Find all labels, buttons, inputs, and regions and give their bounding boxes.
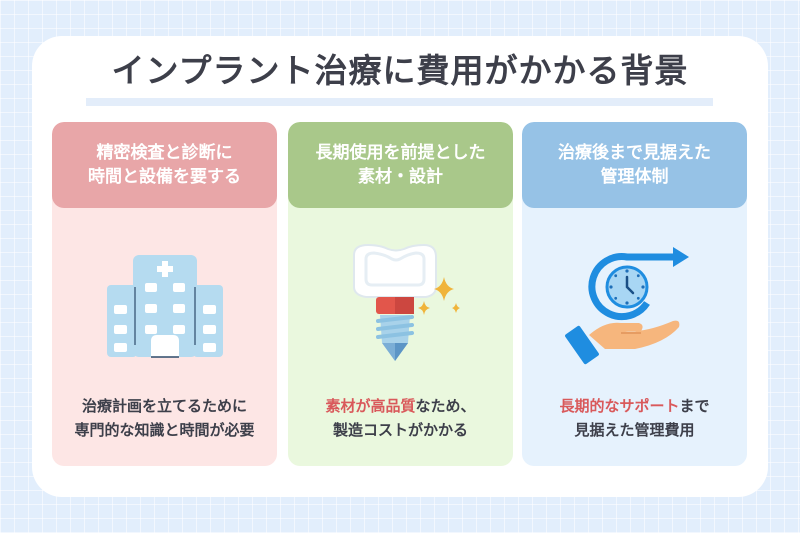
description-text: 治療計画を立てるために	[81, 397, 247, 415]
card-header-line: 管理体制	[600, 167, 669, 187]
card-header-line: 素材・設計	[358, 167, 443, 187]
page-title: インプラント治療に費用がかかる背景	[111, 51, 689, 90]
card-header-line: 精密検査と診断に	[96, 143, 233, 163]
card-header-line: 長期使用を前提とした	[315, 143, 486, 163]
card-header: 治療後まで見据えた 管理体制	[522, 122, 747, 208]
description-text: なため、	[415, 397, 476, 415]
card-header: 長期使用を前提とした 素材・設計	[288, 122, 513, 208]
card-aftercare: 治療後まで見据えた 管理体制 長期的なサポートまで 見据えた管理費用	[522, 122, 747, 466]
description-text: 見据えた管理費用	[574, 421, 695, 439]
card-header-line: 治療後まで見据えた	[558, 143, 711, 163]
dental-implant-icon	[352, 243, 460, 361]
description-text: 専門的な知識と時間が必要	[74, 421, 255, 439]
card-description: 治療計画を立てるために 専門的な知識と時間が必要	[52, 394, 277, 442]
clock-hand-support-icon	[564, 247, 689, 365]
description-text: 製造コストがかかる	[332, 421, 468, 439]
card-description: 長期的なサポートまで 見据えた管理費用	[522, 394, 747, 442]
title-container: インプラント治療に費用がかかる背景	[0, 50, 800, 92]
card-examination: 精密検査と診断に 時間と設備を要する	[52, 122, 277, 466]
card-description: 素材が高品質なため、 製造コストがかかる	[288, 394, 513, 442]
description-text: まで	[679, 397, 710, 415]
card-header: 精密検査と診断に 時間と設備を要する	[52, 122, 277, 208]
hospital-icon	[106, 255, 223, 358]
highlight-text: 長期的なサポート	[559, 397, 680, 415]
title-underline	[86, 98, 713, 106]
card-header-line: 時間と設備を要する	[88, 167, 241, 187]
card-materials: 長期使用を前提とした 素材・設計 素材が高品質なため、 製造コストがかかる	[288, 122, 513, 466]
highlight-text: 素材が高品質	[325, 397, 416, 415]
